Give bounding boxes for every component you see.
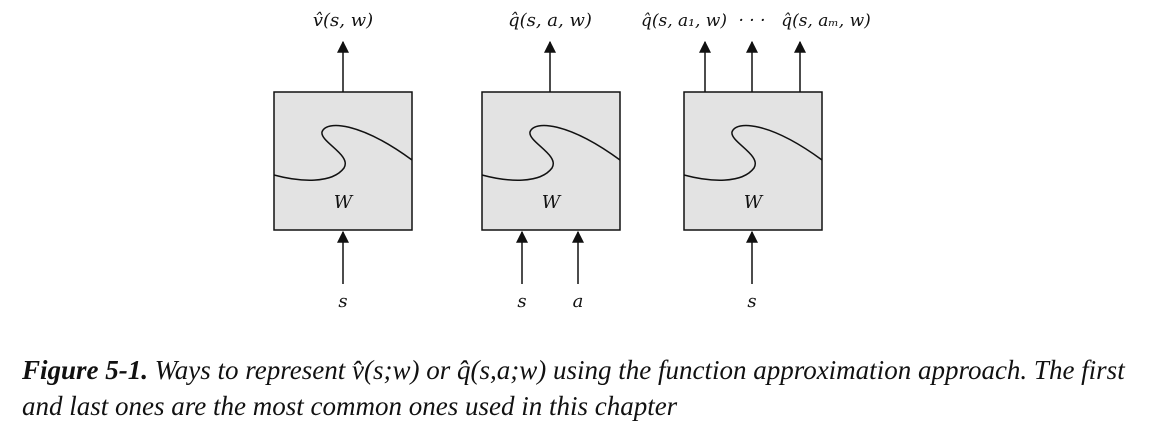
nonlinear-curve <box>273 124 413 181</box>
action-value-block: W q̂(s, a, w) s a <box>481 10 621 312</box>
output-label: q̂(s, a, w) <box>508 10 592 31</box>
output-label: v̂(s, w) <box>313 10 373 31</box>
weight-label: W <box>542 192 562 213</box>
input-label-s: s <box>747 291 756 312</box>
multi-action-value-block: W q̂(s, a₁, w) · · · q̂(s, aₘ, w) s <box>641 11 871 312</box>
approximator-box <box>481 91 621 231</box>
output-label-first: q̂(s, a₁, w) <box>641 11 727 31</box>
nonlinear-curve <box>481 124 621 181</box>
figure-caption: Figure 5-1. Ways to represent v̂(s;w) or… <box>22 352 1142 424</box>
figure-label: Figure 5-1. <box>22 355 149 385</box>
approximator-box <box>273 91 413 231</box>
weight-label: W <box>334 192 354 213</box>
approximator-box <box>683 91 823 231</box>
input-label-s: s <box>338 291 347 312</box>
nonlinear-curve <box>683 124 823 181</box>
function-approximation-diagram: W v̂(s, w) s W q̂(s, a, w) s a W q̂(s, a… <box>273 10 871 312</box>
caption-text: Ways to represent v̂(s;w) or q̂(s,a;w) u… <box>22 355 1125 421</box>
input-label-a: a <box>573 291 584 312</box>
output-ellipsis: · · · <box>738 11 765 31</box>
input-label-s: s <box>517 291 526 312</box>
weight-label: W <box>744 192 764 213</box>
state-value-block: W v̂(s, w) s <box>273 10 413 312</box>
output-label-last: q̂(s, aₘ, w) <box>781 11 871 31</box>
